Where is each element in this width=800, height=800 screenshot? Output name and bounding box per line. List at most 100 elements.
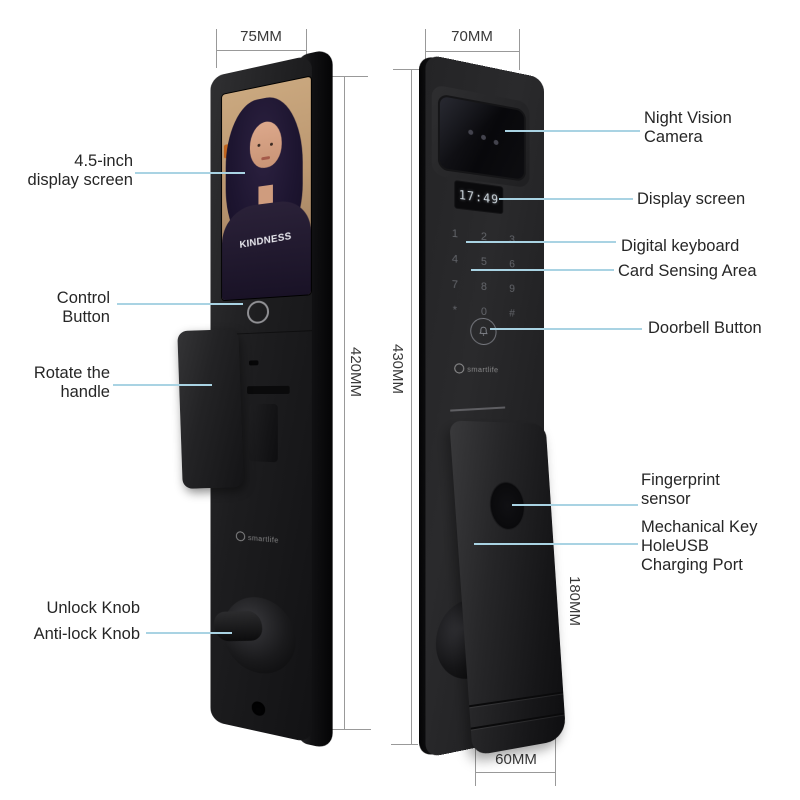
brand-logo-text: smartlife [467,364,499,374]
callout-line: display screen [27,171,133,189]
callout-line: Card Sensing Area [618,262,757,280]
night-vision-camera [437,93,526,182]
leader-unlock-knob [146,632,232,634]
callout-rotate-handle: Rotate the handle [34,364,110,402]
callout-line: Night Vision [644,109,732,127]
leader-fingerprint-sensor [512,504,638,506]
callout-line: Doorbell Button [648,319,762,337]
callout-mechanical-key-hole-usb: Mechanical Key HoleUSB Charging Port [641,518,757,575]
leader-card-sensing-area [471,269,614,271]
front-height-tick-bottom [332,729,371,731]
leader-digital-keyboard [466,241,616,243]
back-height-dimension-label: 430MM [389,344,406,395]
back-lock-front-face: 17:49 1 2 3 4 5 6 7 8 9 * 0 # [425,53,545,759]
portrait-eye [257,143,261,148]
handle-width-tick-left [475,744,477,786]
bell-icon [477,325,490,339]
back-height-dimension-line [411,69,413,745]
handle-seam [469,691,564,708]
keypad-key: 4 [451,252,458,266]
unlock-knob-lever [211,610,265,642]
keypad-key: 3 [509,233,515,246]
rotating-handle [177,328,244,490]
callout-fingerprint-sensor: Fingerprint sensor [641,471,720,509]
callout-digital-keyboard: Digital keyboard [621,237,739,256]
front-height-dimension-label: 420MM [347,347,364,398]
callout-line: Rotate the [33,364,110,382]
latch-slot [248,360,259,366]
keypad-key: 8 [480,280,487,293]
portrait-eye [270,142,273,146]
brand-logo: smartlife [454,363,498,374]
keypad-key: 2 [480,230,487,243]
callout-display-screen-back: Display screen [637,190,745,209]
display-time: 17:49 [458,187,500,207]
camera-lens-icon [468,129,474,136]
handle-seam [470,712,565,730]
latch-block [248,403,278,463]
back-width-tick-right [519,29,521,70]
callout-line: handle [60,383,110,401]
camera-glass-reflection [437,93,516,182]
callout-unlock-knob: Unlock Knob [46,599,140,618]
callout-control-button: Control Button [57,289,110,327]
front-height-tick-top [327,76,368,78]
callout-doorbell-button: Doorbell Button [648,319,762,338]
doorbell-button [470,317,497,346]
portrait-mouth [261,156,270,161]
front-width-tick-left [216,29,218,68]
keypad-key: * [452,303,458,317]
keypad-key: 9 [509,282,515,295]
callout-line: sensor [641,490,691,508]
back-width-tick-left [425,29,427,74]
callout-line: HoleUSB [641,537,709,555]
back-lock-body: 17:49 1 2 3 4 5 6 7 8 9 * 0 # [419,53,545,760]
leader-control-button [117,303,243,305]
front-width-tick-right [306,29,308,72]
latch-bar [247,385,290,395]
digital-keyboard: 1 2 3 4 5 6 7 8 9 * 0 # [440,219,526,326]
callout-line: Anti-lock Knob [33,625,140,643]
leader-night-vision-camera [505,130,640,132]
back-height-tick-top [393,69,430,71]
handle-width-dimension-label: 60MM [495,751,537,768]
screw-hole [251,700,266,717]
keypad-key: # [509,307,515,320]
callout-line: Display screen [637,190,746,208]
handle-width-dimension-line [475,772,556,774]
front-width-dimension-line [216,50,307,52]
callout-night-vision-camera: Night Vision Camera [644,109,732,147]
callout-line: Charging Port [641,556,743,574]
brand-logo-icon [454,363,465,374]
callout-line: Digital keyboard [621,237,740,255]
brand-logo-icon [235,530,246,542]
callout-line: Camera [644,128,703,146]
fingerprint-sensor [488,481,527,531]
keypad-key: 5 [480,255,487,268]
front-height-dimension-line [344,76,346,730]
keypad-key: 1 [451,227,458,240]
front-width-dimension-label: 75MM [240,28,282,45]
keypad-key: 6 [509,257,515,271]
leader-display-screen [135,172,245,174]
back-height-tick-bottom [391,744,418,746]
callout-display-screen: 4.5-inch display screen [28,152,133,190]
display-screen-4-5-inch: KINDNESS [221,75,312,302]
brand-logo: smartlife [235,530,279,545]
camera-lens-icon [493,139,499,146]
brand-logo-text: smartlife [248,532,279,545]
callout-line: Mechanical Key [641,518,758,536]
leader-doorbell-button [490,328,642,330]
callout-card-sensing-area: Card Sensing Area [618,262,757,281]
callout-line: Unlock Knob [46,599,140,617]
back-width-dimension-line [425,51,519,53]
camera-lens-icon [481,134,486,141]
leader-mechanical-key-hole-usb [474,543,638,545]
callout-line: 4.5-inch [74,152,133,170]
callout-line: Fingerprint [641,471,720,489]
back-width-dimension-label: 70MM [451,28,493,45]
status-display-screen: 17:49 [454,179,504,215]
panel-seam [450,406,506,412]
callout-line: Button [62,308,110,326]
